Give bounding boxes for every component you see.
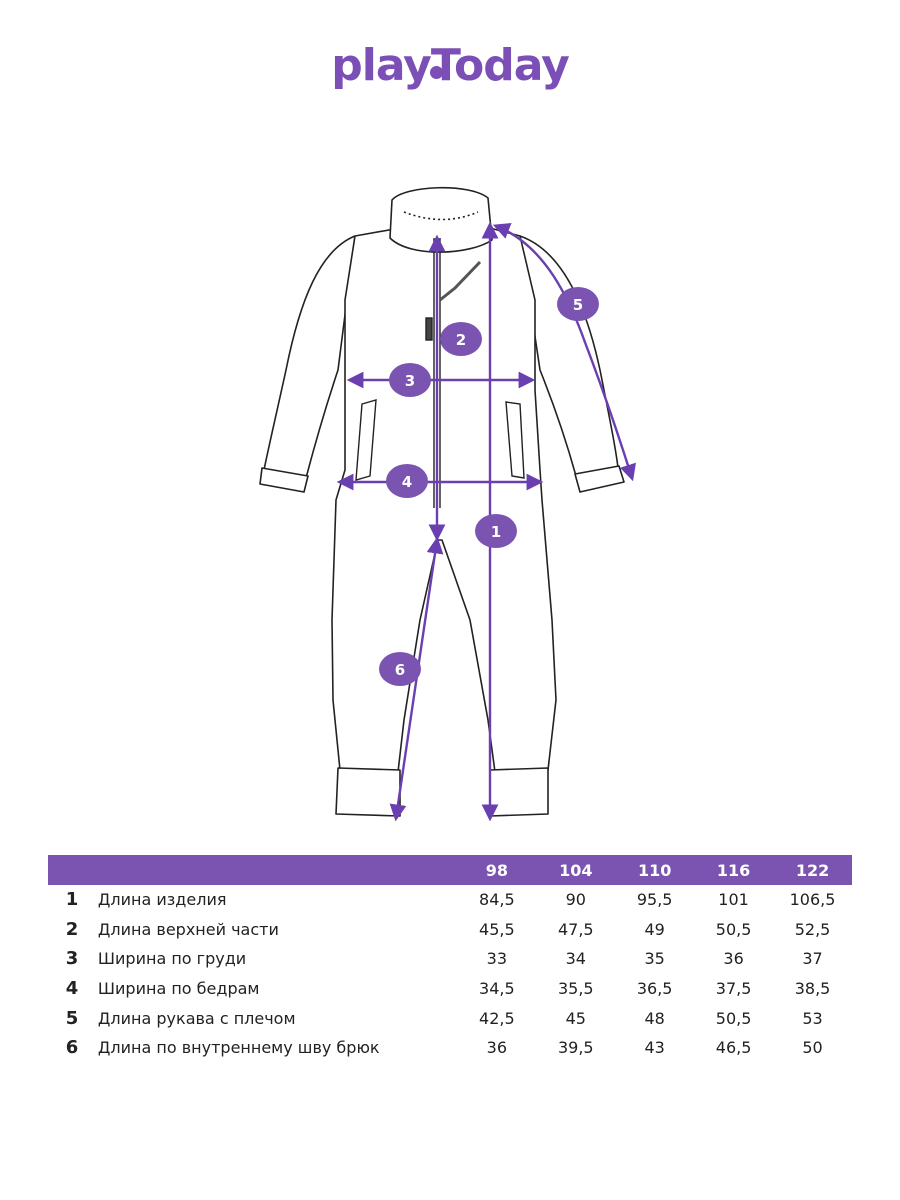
cell-value: 34,5 [479,979,515,999]
row-label: Длина верхней части [97,919,279,939]
size-122: 122 [773,855,852,885]
row-number: 2 [65,918,79,940]
cell-value: 38,5 [794,979,831,999]
table-row: 1 Длина изделия 84,5 90 95,5 101 106,5 [48,885,852,915]
logo-dot [430,66,443,79]
cell-value: 47,5 [557,919,594,939]
cell-value: 45,5 [479,919,515,939]
table-row: 3 Ширина по груди 33 34 35 36 37 [48,944,852,974]
cell-value: 90 [565,890,586,910]
cell-value: 106,5 [789,890,836,910]
cell-value: 35,5 [557,979,594,999]
cell-value: 37,5 [715,979,752,999]
svg-text:2: 2 [456,331,466,349]
row-label: Длина по внутреннему шву брюк [97,1038,380,1058]
row-label: Длина рукава с плечом [97,1008,296,1028]
logo-text: playToday [331,40,570,91]
marker-3: 3 [389,363,431,397]
table-row: 5 Длина рукава с плечом 42,5 45 48 50,5 … [48,1003,852,1033]
brand-logo: playToday [0,40,900,91]
cell-value: 50,5 [715,919,752,939]
size-116: 116 [694,855,774,885]
cell-value: 36 [486,1038,508,1058]
marker-4: 4 [386,464,428,498]
header-blank-label [95,855,458,885]
cell-value: 84,5 [479,890,515,910]
marker-6: 6 [379,652,421,686]
cell-value: 35 [644,949,665,969]
size-chart-table: 98 104 110 116 122 1 Длина изделия 84,5 … [48,855,852,1063]
table-row: 4 Ширина по бедрам 34,5 35,5 36,5 37,5 3… [48,974,852,1004]
collar [389,186,493,253]
garment-diagram: 1 2 3 4 5 6 [259,186,636,822]
cell-value: 49 [644,919,665,939]
row-number: 5 [65,1007,79,1029]
cell-value: 33 [486,949,508,969]
table-row: 2 Длина верхней части 45,5 47,5 49 50,5 … [48,915,852,945]
cell-value: 48 [644,1008,665,1028]
body [331,227,557,773]
cell-value: 53 [802,1008,823,1028]
marker-1: 1 [475,514,517,548]
cell-value: 36,5 [636,979,673,999]
cell-value: 52,5 [794,919,831,939]
svg-text:3: 3 [405,372,415,390]
cell-value: 34 [565,949,586,969]
cell-value: 42,5 [479,1008,515,1028]
row-number: 1 [65,889,79,911]
cell-value: 46,5 [715,1038,752,1058]
cell-value: 45 [565,1008,586,1028]
cell-value: 95,5 [636,890,673,910]
cell-value: 43 [644,1038,665,1058]
cell-value: 37 [802,949,823,969]
marker-5: 5 [557,287,599,321]
cell-value: 101 [718,890,749,910]
left-sleeve [263,235,356,479]
left-pant-cuff [335,767,401,817]
row-label: Длина изделия [97,890,227,910]
measure-line-5 [492,223,636,482]
table-row: 6 Длина по внутреннему шву брюк 36 39,5 … [48,1033,852,1063]
size-header-row: 98 104 110 116 122 [48,855,852,885]
row-number: 3 [65,948,79,970]
left-cuff [259,467,309,493]
svg-text:4: 4 [402,473,412,491]
row-number: 6 [65,1037,79,1059]
size-110: 110 [615,855,695,885]
marker-2: 2 [440,322,482,356]
jumpsuit-outline [259,186,625,817]
size-104: 104 [536,855,616,885]
row-label: Ширина по бедрам [97,979,260,999]
row-label: Ширина по груди [97,949,247,969]
svg-text:6: 6 [395,661,405,679]
cell-value: 50 [802,1038,823,1058]
measurement-markers: 1 2 3 4 5 6 [379,287,599,686]
svg-text:5: 5 [573,296,583,314]
row-number: 4 [65,978,79,1000]
right-pant-cuff [489,767,549,817]
cell-value: 50,5 [715,1008,752,1028]
cell-value: 36 [723,949,744,969]
header-blank [48,855,96,885]
svg-text:1: 1 [491,523,501,541]
size-98: 98 [457,855,537,885]
cell-value: 39,5 [557,1038,594,1058]
